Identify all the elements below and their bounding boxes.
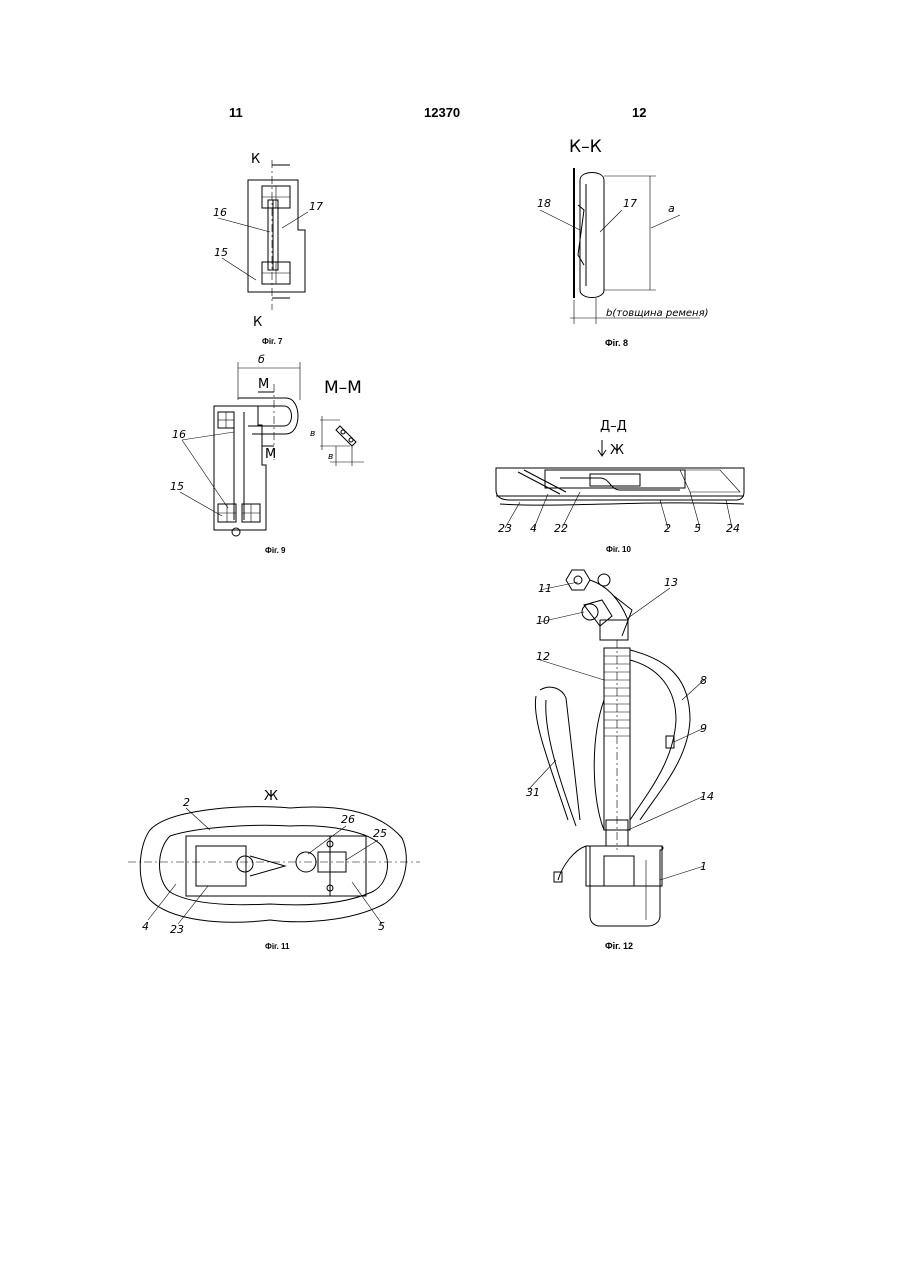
fig9-label-m-top: М: [258, 377, 269, 392]
fig9-label-b: б: [258, 353, 265, 366]
fig8-label-18: 18: [537, 197, 551, 210]
fig12-label-10: 10: [536, 614, 550, 627]
fig11-label-4: 4: [142, 920, 149, 933]
fig10-label-2: 2: [664, 522, 671, 535]
fig9-section-label: М–М: [324, 378, 362, 398]
fig8-label-a: а: [668, 202, 675, 215]
fig8-drawing: К–К 18 17 а b(товщина ременя): [537, 137, 709, 324]
fig12-label-12: 12: [536, 650, 550, 663]
fig10-label-5: 5: [694, 522, 701, 535]
fig10-arrow-label: Ж: [610, 443, 624, 458]
fig11-label-2: 2: [183, 796, 190, 809]
fig7-label-k-bottom: К: [253, 315, 262, 330]
fig8-label-17: 17: [623, 197, 637, 210]
fig7-label-17: 17: [309, 200, 323, 213]
fig12-drawing: 11 13 10 12 8 9 31 14 1: [526, 570, 714, 926]
fig11-view-label: Ж: [264, 789, 278, 804]
fig9-label-15: 15: [170, 480, 184, 493]
fig10-label-23: 23: [498, 522, 512, 535]
fig12-label-31: 31: [526, 786, 540, 799]
fig11-label-25: 25: [373, 827, 387, 840]
fig9-section-label-v2: в: [328, 452, 333, 462]
fig7-label-k-top: К: [251, 152, 260, 167]
fig12-label-8: 8: [700, 674, 707, 687]
fig10-section-label: Д–Д: [600, 419, 627, 434]
fig8-section-label: К–К: [569, 137, 602, 157]
fig9-drawing: б М М 16 15 М–М в в: [170, 353, 364, 536]
fig9-label-16: 16: [172, 428, 186, 441]
fig11-label-5: 5: [378, 920, 385, 933]
fig10-label-4: 4: [530, 522, 537, 535]
fig9-section-label-v1: в: [310, 429, 315, 439]
fig11-label-26: 26: [341, 813, 355, 826]
fig12-label-9: 9: [700, 722, 707, 735]
fig12-label-11: 11: [538, 582, 552, 595]
fig10-drawing: Д–Д Ж 23 4 22 2 5 24: [496, 419, 744, 535]
fig10-label-22: 22: [554, 522, 568, 535]
fig8-dimension-text: b(товщина ременя): [606, 308, 709, 319]
fig11-label-23: 23: [170, 923, 184, 936]
fig7-drawing: К К 16 17 15: [213, 152, 323, 330]
fig12-label-1: 1: [700, 860, 707, 873]
fig9-label-m-bottom: М: [265, 447, 276, 462]
fig11-drawing: Ж 2 26 25 4 23 5: [128, 789, 420, 936]
fig7-label-15: 15: [214, 246, 228, 259]
fig10-label-24: 24: [726, 522, 740, 535]
fig12-label-13: 13: [664, 576, 678, 589]
fig7-label-16: 16: [213, 206, 227, 219]
fig12-label-14: 14: [700, 790, 714, 803]
